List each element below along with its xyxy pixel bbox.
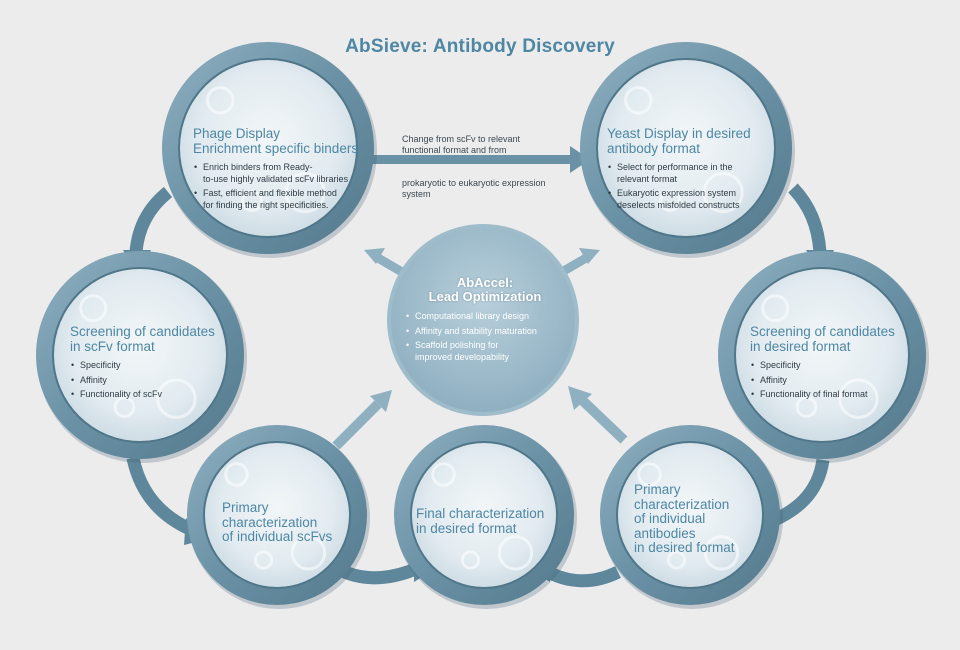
transition-line: Change from scFv to relevant [402, 134, 572, 145]
arrow-yeast-to-screen-desired [793, 188, 820, 252]
bullet-line: Affinity and stability maturation [415, 326, 565, 338]
bullet-item: Affinity [750, 375, 910, 387]
transition-note-bottom: prokaryotic to eukaryotic expression sys… [402, 178, 572, 200]
center-arrow-to-phage [364, 248, 402, 272]
node-heading: AbAccel:Lead Optimization [405, 276, 565, 304]
bullet-item: Computational library design [405, 311, 565, 323]
bullet-item: Enrich binders from Ready-to-use highly … [193, 162, 371, 185]
bullet-line: Enrich binders from Ready- [203, 162, 371, 174]
heading-line: Lead Optimization [405, 290, 565, 304]
heading-line: antibody format [607, 142, 787, 157]
bullet-line: Scaffold polishing for [415, 340, 565, 352]
bullet-line: to-use highly validated scFv libraries [203, 174, 371, 186]
heading-line: characterization [222, 516, 352, 531]
bullet-line: for finding the right specificities. [203, 200, 371, 212]
heading-line: antibodies [634, 527, 764, 542]
bullet-item: Specificity [750, 360, 910, 372]
heading-line: Screening of candidates [70, 325, 230, 340]
diagram-title: AbSieve: Antibody Discovery [0, 36, 960, 58]
heading-line: Final characterization [416, 507, 566, 522]
bullet-item: Affinity [70, 375, 230, 387]
heading-line: Primary [222, 501, 352, 516]
bullet-item: Specificity [70, 360, 230, 372]
bullet-line: Fast, efficient and flexible method [203, 188, 371, 200]
bullet-line: Affinity [80, 375, 230, 387]
bullet-item: Affinity and stability maturation [405, 326, 565, 338]
arrow-screen-scfv-to-primary-scfv [133, 458, 192, 530]
bullet-line: relevant format [617, 174, 787, 186]
heading-line: in desired format [634, 541, 764, 556]
node-center: AbAccel:Lead OptimizationComputational l… [405, 276, 565, 366]
transition-line: system [402, 189, 572, 200]
bullet-line: Computational library design [415, 311, 565, 323]
heading-line: of individual [634, 512, 764, 527]
bullet-list: SpecificityAffinityFunctionality of fina… [750, 360, 910, 401]
center-arrow-to-yeast [562, 248, 600, 272]
heading-line: of individual scFvs [222, 530, 352, 545]
heading-line: in desired format [416, 522, 566, 537]
heading-line: AbAccel: [405, 276, 565, 290]
bullet-line: Select for performance in the [617, 162, 787, 174]
bullet-line: Specificity [80, 360, 230, 372]
bullet-line: Eukaryotic expression system [617, 188, 787, 200]
heading-line: Enrichment specific binders [193, 142, 371, 157]
bullet-line: Functionality of scFv [80, 389, 230, 401]
bullet-list: Computational library designAffinity and… [405, 311, 565, 363]
heading-line: in scFv format [70, 340, 230, 355]
bullet-line: deselects misfolded constructs [617, 200, 787, 212]
bullet-item: Functionality of final format [750, 389, 910, 401]
heading-line: Yeast Display in desired [607, 127, 787, 142]
arrow-phage-to-screen-scfv [136, 192, 168, 252]
transition-line: prokaryotic to eukaryotic expression [402, 178, 572, 189]
bullet-line: Affinity [760, 375, 910, 387]
bullet-line: Specificity [760, 360, 910, 372]
transition-line: functional format and from [402, 145, 572, 156]
heading-line: in desired format [750, 340, 910, 355]
heading-line: characterization [634, 498, 764, 513]
bullet-line: improved developability [415, 352, 565, 364]
center-arrow-from-primary-ab [568, 386, 624, 440]
bullet-line: Functionality of final format [760, 389, 910, 401]
heading-line: Screening of candidates [750, 325, 910, 340]
transition-note-top: Change from scFv to relevant functional … [402, 134, 572, 156]
heading-line: Phage Display [193, 127, 371, 142]
center-arrow-from-primary-scfv [336, 390, 392, 446]
bullet-item: Functionality of scFv [70, 389, 230, 401]
heading-line: Primary [634, 483, 764, 498]
bullet-list: Enrich binders from Ready-to-use highly … [193, 162, 371, 211]
bullet-list: SpecificityAffinityFunctionality of scFv [70, 360, 230, 401]
